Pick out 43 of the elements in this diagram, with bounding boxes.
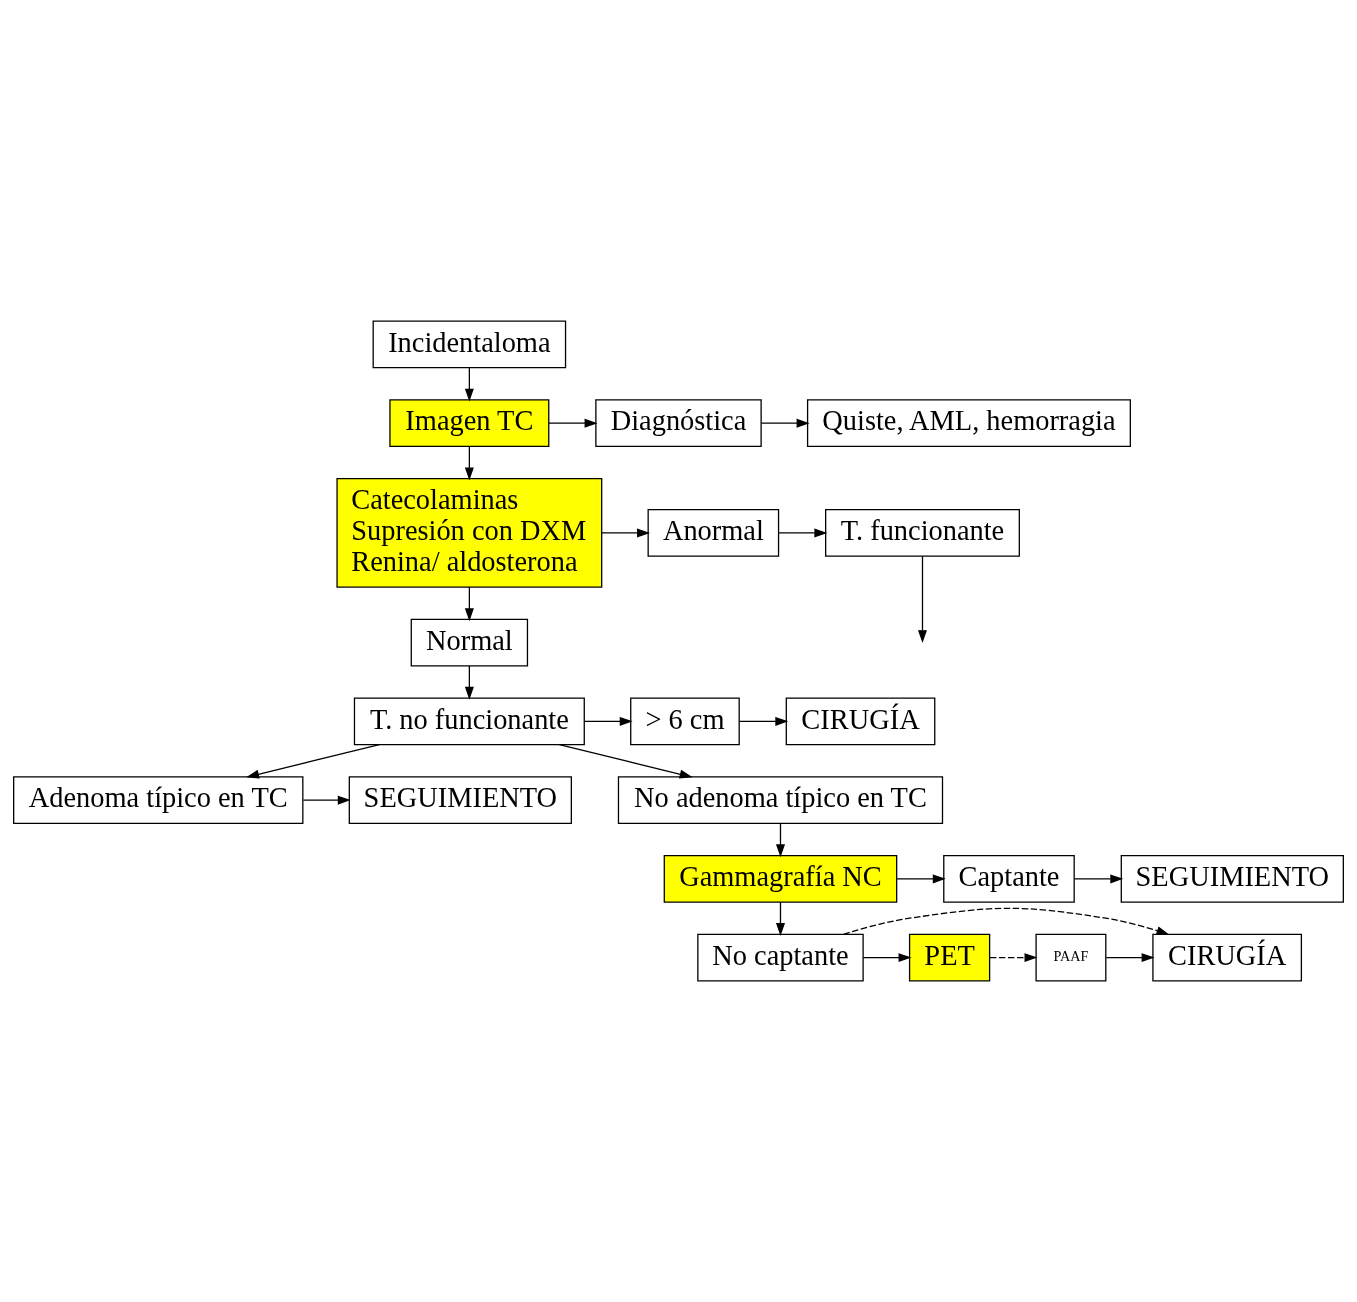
- arrow: [896, 874, 946, 884]
- node-box: CIRUGÍA: [1152, 933, 1303, 982]
- arrow: [548, 418, 598, 428]
- arrow: [302, 795, 351, 805]
- arrow: [1105, 953, 1155, 963]
- arrow: [775, 901, 785, 937]
- node-box: Incidentaloma: [372, 320, 567, 369]
- arrow: [778, 528, 828, 538]
- arrow: [464, 665, 474, 700]
- node-box: SEGUIMIENTO: [348, 776, 572, 824]
- arrow: [843, 907, 1170, 936]
- node-box: Normal: [410, 618, 529, 667]
- node-box: PAAF: [1035, 933, 1107, 982]
- node-box: PET: [908, 933, 991, 982]
- arrow: [464, 586, 474, 622]
- node-box: T. funcionante: [825, 509, 1020, 557]
- arrow: [464, 446, 474, 481]
- node-box: T. no funcionante: [353, 697, 585, 746]
- arrow: [862, 953, 912, 963]
- node-box: Gammagrafía NC: [663, 854, 898, 903]
- arrow: [601, 528, 650, 538]
- arrow: [246, 744, 381, 779]
- node-box: Anormal: [647, 509, 780, 557]
- arrow: [558, 744, 693, 779]
- arrow: [1073, 874, 1124, 884]
- node-box: No adenoma típico en TC: [617, 776, 944, 824]
- node-box: Captante: [943, 854, 1075, 903]
- arrow: [583, 716, 633, 726]
- node-box: Imagen TC: [389, 399, 550, 448]
- arrow: [760, 418, 810, 428]
- node-box: No captante: [697, 933, 864, 982]
- node-box: Adenoma típico en TC: [13, 776, 304, 824]
- arrow: [775, 822, 785, 858]
- node-box: Diagnóstica: [595, 399, 762, 448]
- node-box: SEGUIMIENTO: [1120, 854, 1344, 903]
- arrow: [464, 367, 474, 402]
- node-box: Catecolaminas Supresión con DXM Renina/ aldosterona: [336, 478, 603, 588]
- arrow: [917, 555, 927, 644]
- node-box: > 6 cm: [630, 697, 740, 746]
- arrow: [738, 716, 789, 726]
- arrow: [989, 953, 1038, 963]
- node-box: CIRUGÍA: [785, 697, 936, 746]
- node-box: Quiste, AML, hemorragia: [806, 399, 1131, 448]
